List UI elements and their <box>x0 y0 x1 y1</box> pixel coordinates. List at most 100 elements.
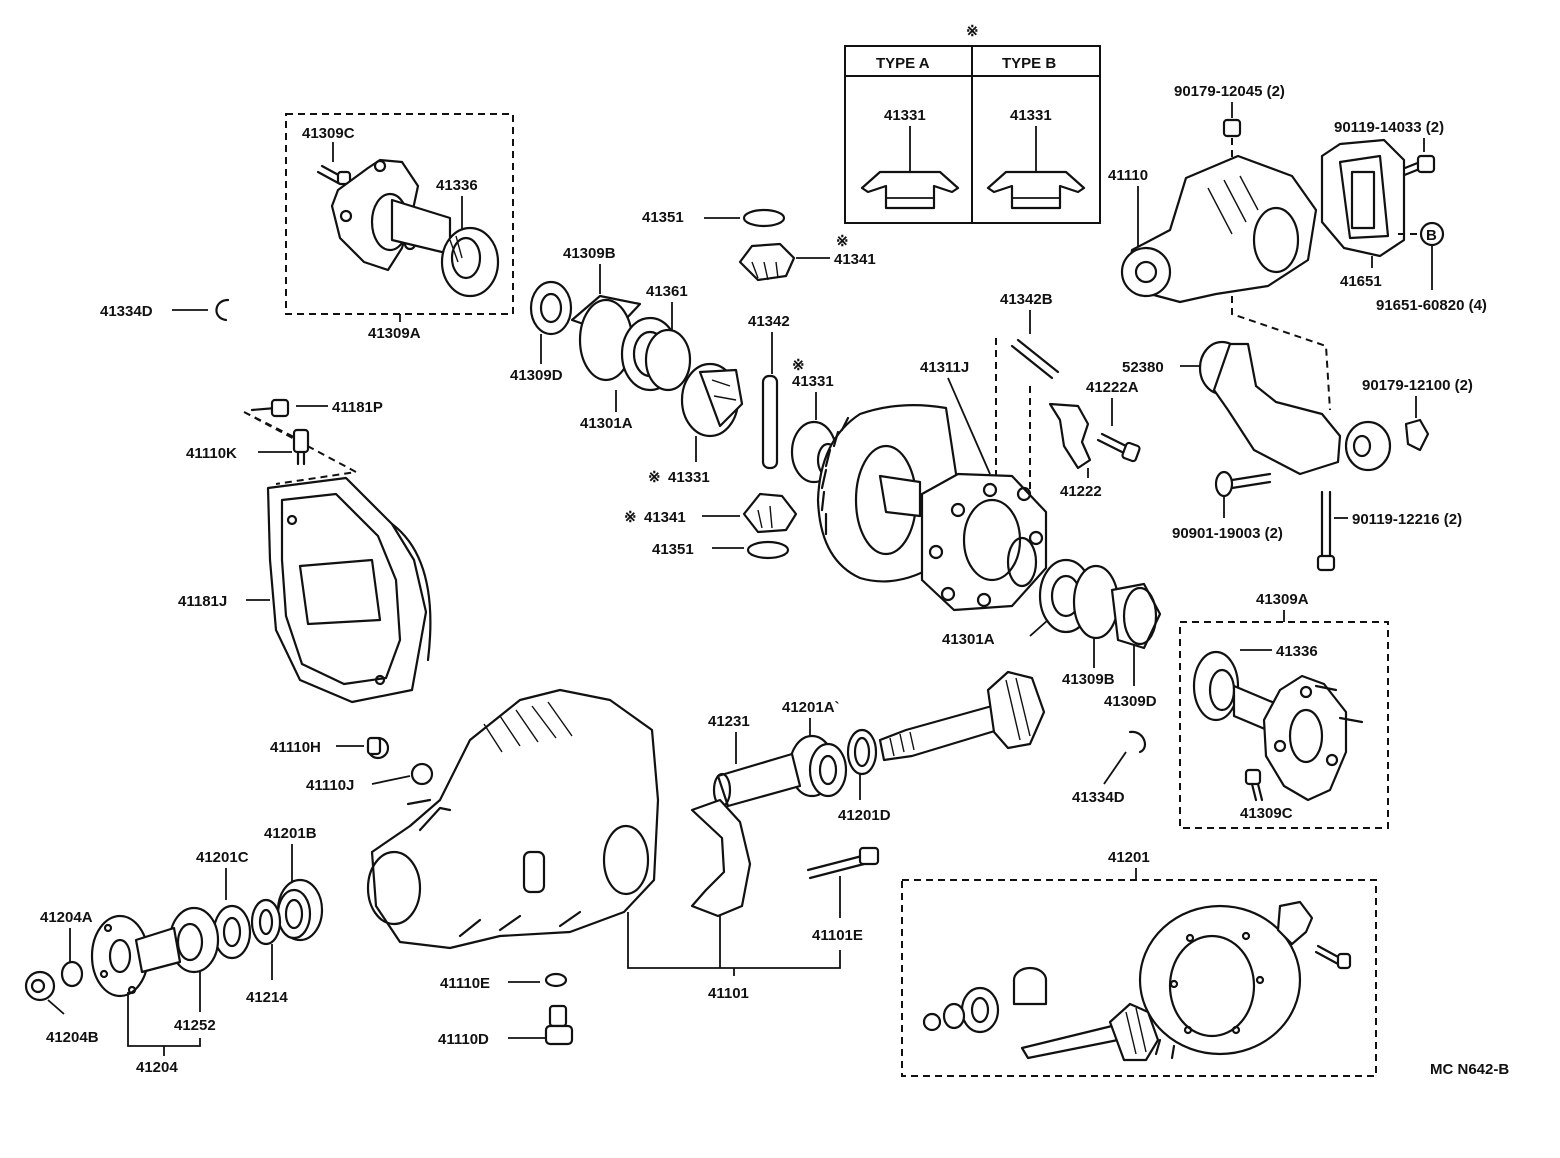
spacer-icon-41214 <box>250 898 282 946</box>
label-41342: 41342 <box>748 313 790 330</box>
label-41309C-left: 41309C <box>302 125 355 142</box>
type-b-header: TYPE B <box>1002 55 1056 72</box>
gasket-icon-41651 <box>1320 138 1406 258</box>
pinion-gear-icon-41341-low <box>742 492 798 534</box>
label-41309A-right: 41309A <box>1256 591 1309 608</box>
label-41334D-right: 41334D <box>1072 789 1125 806</box>
label-41361: 41361 <box>646 283 688 300</box>
bolt-icon-90119-12216 <box>1316 490 1336 572</box>
oil-seal-icon-41309D-left <box>529 280 573 336</box>
circled-ref-icon: B <box>1419 221 1445 247</box>
nut-icon-90179-12045 <box>1222 118 1242 138</box>
label-41334D-left: 41334D <box>100 303 153 320</box>
thrust-washer-icon-41351-top <box>742 208 786 228</box>
companion-flange-icon-41204 <box>90 914 182 998</box>
label-52380: 52380 <box>1122 359 1164 376</box>
label-41342B: 41342B <box>1000 291 1053 308</box>
label-41222: 41222 <box>1060 483 1102 500</box>
type-b-side-gear-icon <box>986 170 1086 210</box>
label-41222A: 41222A <box>1086 379 1139 396</box>
label-41101: 41101 <box>708 985 749 1002</box>
label-41301A-right: 41301A <box>942 631 995 648</box>
spacer-icon-41201 <box>1012 966 1048 1006</box>
label-41101E: 41101E <box>812 927 863 944</box>
label-91651-60820: 91651-60820 (4) <box>1376 297 1487 314</box>
label-90119-12216: 90119-12216 (2) <box>1352 511 1462 528</box>
note-marker-41341-top: ※ <box>836 233 849 250</box>
nut-icon-41204B <box>24 970 56 1002</box>
thrust-washer-icon-41351-low <box>746 540 790 560</box>
bearing-cap-icon-41101 <box>690 798 752 918</box>
label-41110K: 41110K <box>186 445 237 462</box>
label-41309C-right: 41309C <box>1240 805 1293 822</box>
note-marker-41331-mid: ※ <box>792 357 805 374</box>
bolt-icon-41309C-right <box>1244 684 1364 802</box>
spacer-icon-41231 <box>712 752 802 808</box>
label-41110J: 41110J <box>306 777 354 794</box>
label-90901-19003: 90901-19003 (2) <box>1172 525 1283 542</box>
label-41201D: 41201D <box>838 807 891 824</box>
lock-plate-icon-41222 <box>1048 402 1092 470</box>
label-41336-right: 41336 <box>1276 643 1318 660</box>
label-41351-low: 41351 <box>652 541 694 558</box>
bolt-icon-41222A <box>1096 432 1141 463</box>
mount-bracket-icon-52380 <box>1198 340 1392 476</box>
bearing-icon-41201-kit <box>922 986 1000 1034</box>
oil-seal-icon-41336-left <box>440 226 500 298</box>
gasket-icon-41110J <box>410 762 434 786</box>
rear-cover-icon-41181J <box>266 476 432 704</box>
drain-plug-icon-41110D <box>544 1004 574 1046</box>
label-41110E: 41110E <box>440 975 490 992</box>
bolt-icon-41309C-left <box>316 164 352 186</box>
label-41351-top: 41351 <box>642 209 684 226</box>
type-a-side-gear-icon <box>860 170 960 210</box>
label-41110: 41110 <box>1108 167 1148 184</box>
label-41309B-left: 41309B <box>563 245 616 262</box>
carrier-icon-41110 <box>1120 154 1318 304</box>
shim-icon-41309B-left <box>570 294 642 382</box>
label-41252: 41252 <box>174 1017 216 1034</box>
gasket-icon-41110E <box>544 972 568 988</box>
washer-icon-41204A <box>60 960 84 988</box>
oil-seal-icon-41336-right <box>1192 650 1240 722</box>
label-90119-14033: 90119-14033 (2) <box>1334 119 1444 136</box>
label-41651: 41651 <box>1340 273 1382 290</box>
type-a-header: TYPE A <box>876 55 930 72</box>
label-41181J: 41181J <box>178 593 227 610</box>
label-41110D: 41110D <box>438 1031 489 1048</box>
pinion-gear-icon-41341-top <box>738 242 796 282</box>
label-41201B: 41201B <box>264 825 317 842</box>
type-table: ※ TYPE A TYPE B 41331 41331 <box>844 23 1101 224</box>
snap-ring-icon-41334D-left <box>215 298 230 322</box>
type-a-part-label: 41331 <box>884 107 926 124</box>
label-41336-left: 41336 <box>436 177 478 194</box>
lock-plate-icon-41201 <box>1276 900 1352 970</box>
label-41201A: 41201A` <box>782 699 840 716</box>
side-bearing-retainer-group-left: 41309A 41309C 41336 <box>285 113 514 342</box>
pinion-shaft-icon-41342 <box>761 374 779 470</box>
label-41204B: 41204B <box>46 1029 99 1046</box>
label-41341-low: 41341 <box>644 509 686 526</box>
note-marker-41341-low: ※ <box>624 509 637 526</box>
label-41331-mid: 41331 <box>792 373 834 390</box>
circled-ref-letter: B <box>1426 227 1437 244</box>
drive-pinion-icon <box>878 670 1046 762</box>
note-marker-41331-low: ※ <box>648 469 661 486</box>
label-41311J: 41311J <box>920 359 969 376</box>
retainer-icon-41309A-right <box>1232 674 1348 802</box>
ring-pinion-kit-group: 41201 <box>901 849 1377 1077</box>
shim-icon-41309B-right <box>1072 564 1120 640</box>
label-41309A-left: 41309A <box>368 325 421 342</box>
bolt-icon-90901-19003 <box>1214 470 1272 498</box>
type-table-marker: ※ <box>966 23 979 40</box>
bearing-icon-41301A-left <box>620 316 692 392</box>
side-gear-icon-41331-low <box>680 362 744 438</box>
diff-case-icon <box>878 472 1048 612</box>
retainer-icon-41309A-left <box>330 158 452 272</box>
pin-icon-41342B <box>1010 338 1060 380</box>
label-41301A-left: 41301A <box>580 415 633 432</box>
label-41110H: 41110H <box>270 739 321 756</box>
label-41309D-right: 41309D <box>1104 693 1157 710</box>
bolt-icon-41101E <box>806 846 880 880</box>
